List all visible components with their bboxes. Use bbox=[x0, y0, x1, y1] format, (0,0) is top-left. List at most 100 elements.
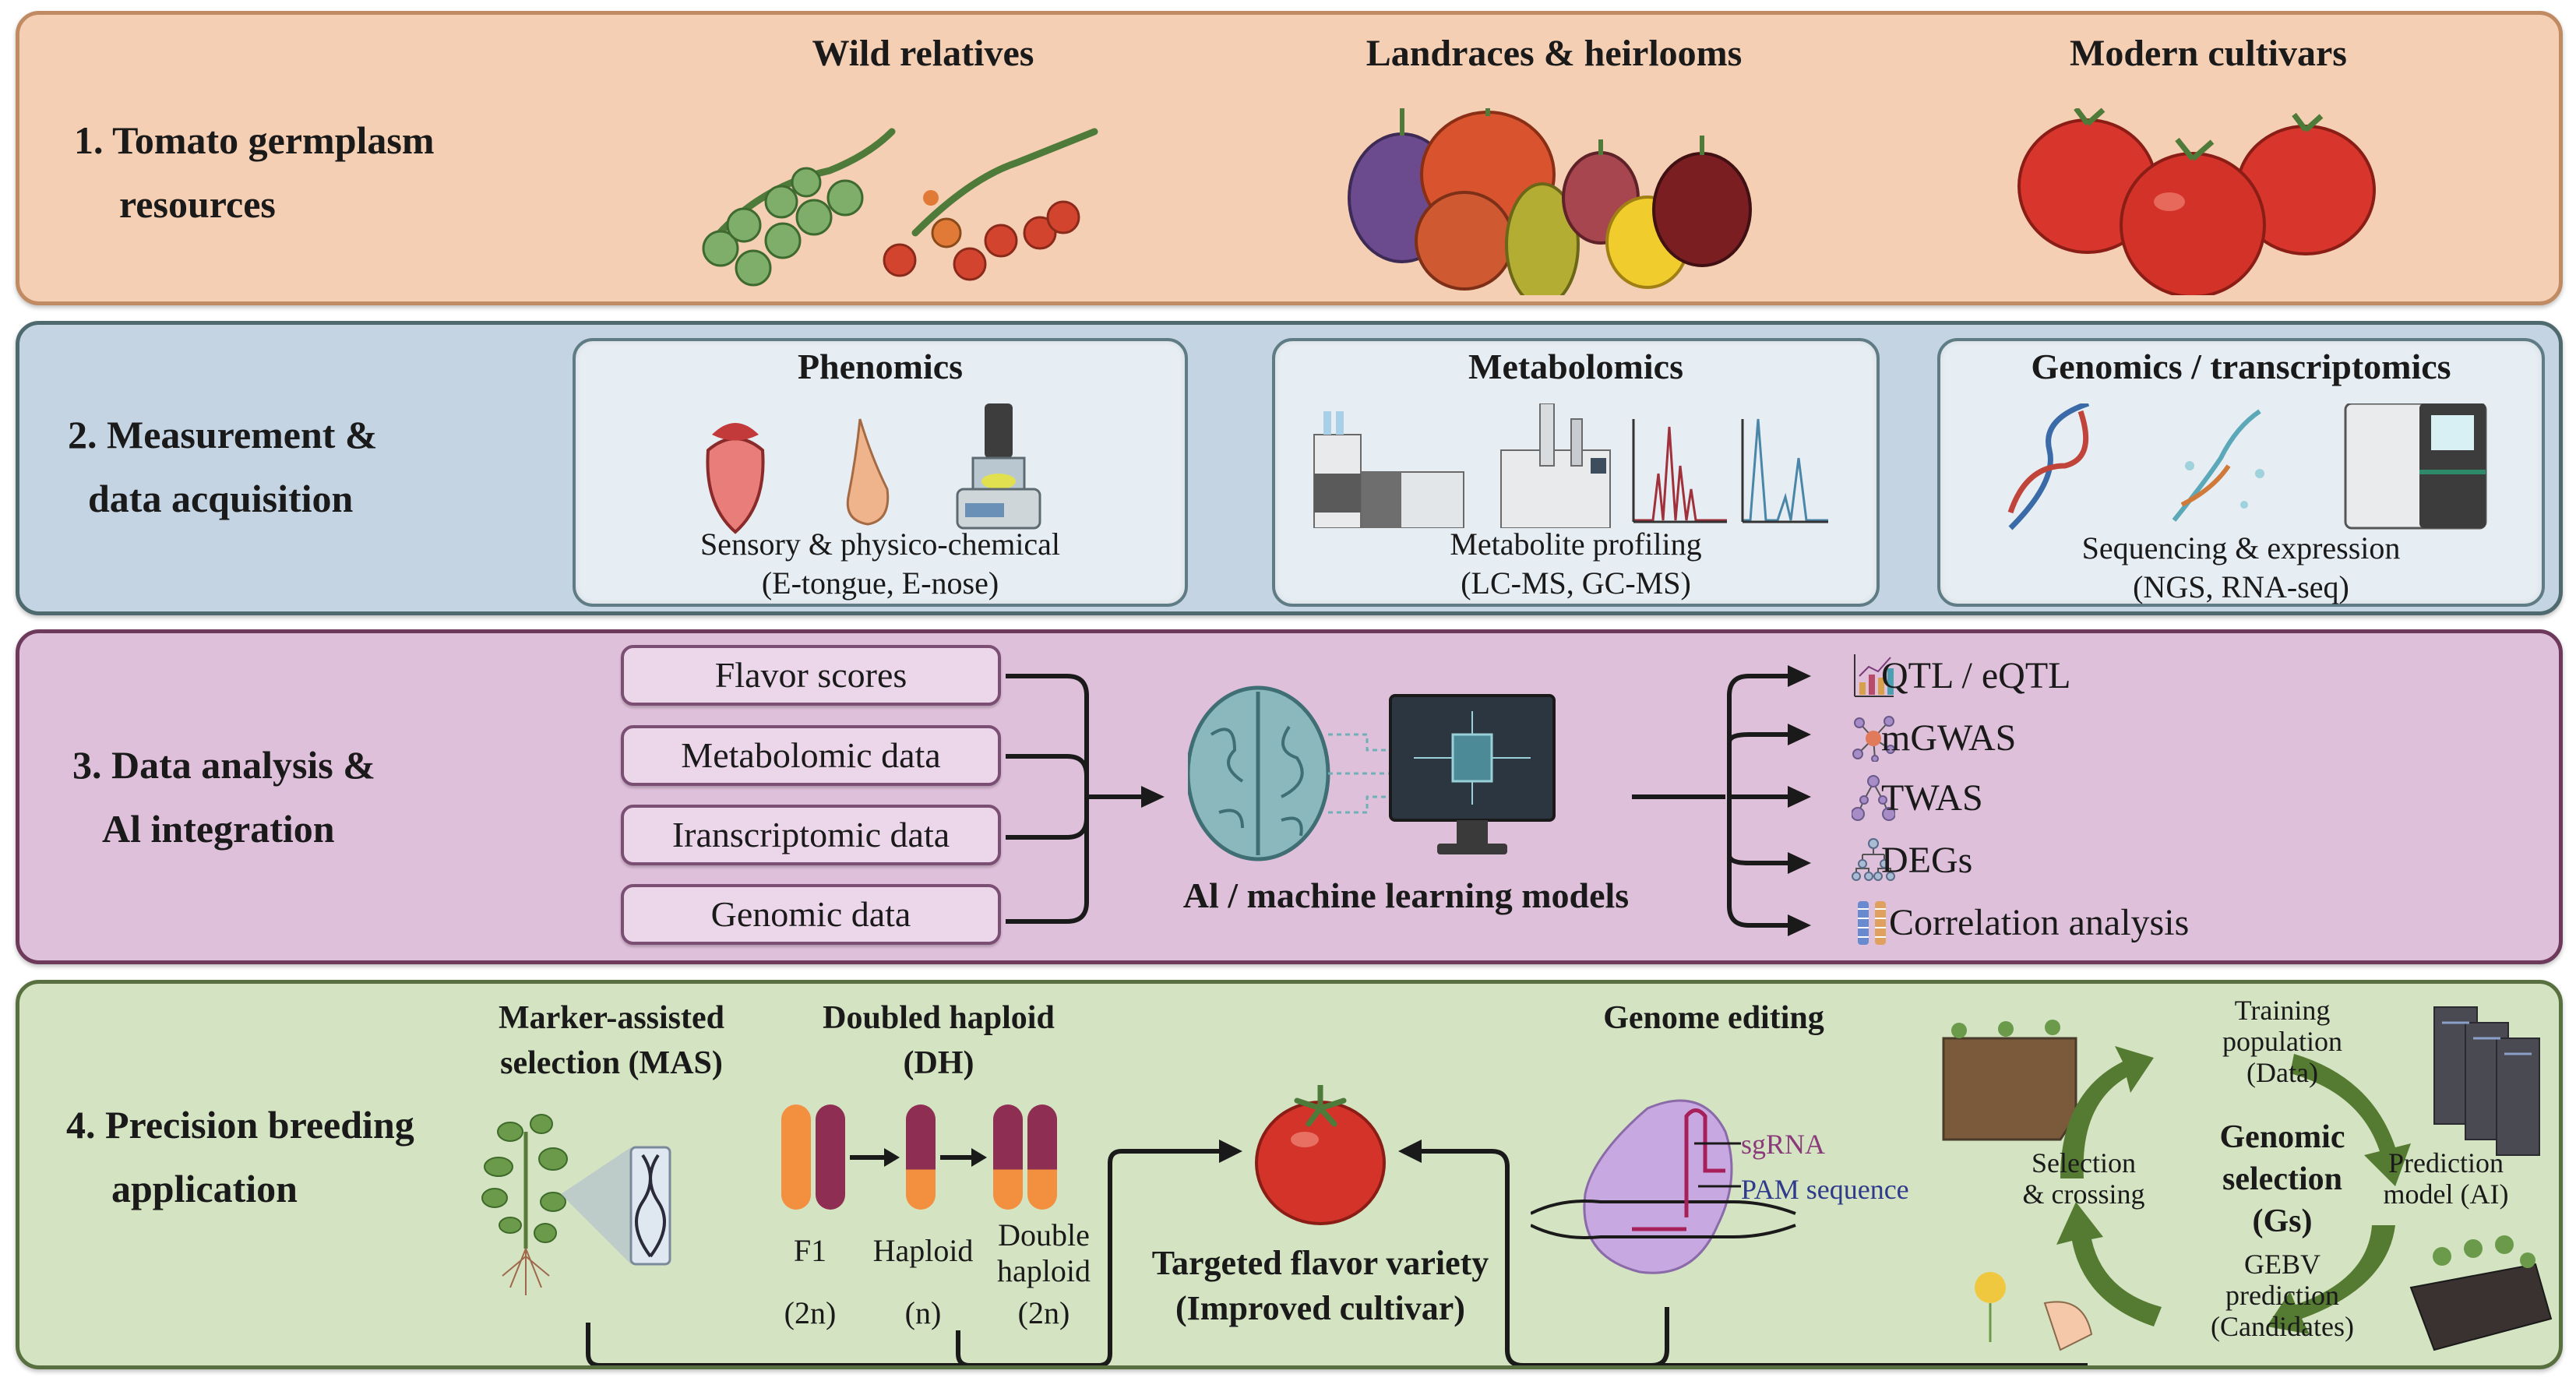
dh-chromosome-1 bbox=[993, 1104, 1023, 1210]
dh-title-line: (DH) bbox=[903, 1045, 974, 1081]
gs-step-selection: Selection & crossing bbox=[1986, 1147, 2181, 1210]
tongue-icon bbox=[706, 423, 765, 534]
lc-ms-instrument-icon bbox=[1313, 411, 1464, 528]
field-icon bbox=[1942, 1020, 2077, 1141]
network-icon bbox=[1852, 716, 1895, 762]
seedling-tray-icon bbox=[2409, 1235, 2553, 1351]
gc-ms-instrument-icon bbox=[1500, 403, 1611, 528]
phenomics-box: Phenomics Sensory & physico-chemical (E-… bbox=[573, 338, 1188, 607]
stage-name: Haploid bbox=[872, 1233, 974, 1268]
gs-line: Genomic bbox=[2219, 1119, 2345, 1155]
ai-model-label: Al / machine learning models bbox=[1182, 875, 1630, 915]
title-line: data acquisition bbox=[88, 477, 354, 520]
stage-name: Double bbox=[998, 1217, 1090, 1252]
section-title-analysis: 3. Data analysis & Al integration bbox=[72, 733, 375, 861]
pam-label: PAM sequence bbox=[1741, 1174, 1909, 1205]
input-metabolomic-data: Metabolomic data bbox=[621, 725, 1001, 786]
ai-brain-computer-icon bbox=[1188, 685, 1556, 861]
output-twas: TWAS bbox=[1881, 777, 1983, 819]
step-line: (Candidates) bbox=[2211, 1311, 2354, 1342]
gs-step-prediction: Prediction model (AI) bbox=[2349, 1147, 2543, 1210]
phenomics-desc: Sensory & physico-chemical bbox=[700, 527, 1061, 562]
dh-stage-f1: F1 bbox=[767, 1233, 853, 1269]
target-line: (Improved cultivar) bbox=[1175, 1289, 1465, 1327]
title-line: resources bbox=[119, 182, 276, 226]
genome-editing-title: Genome editing bbox=[1603, 1000, 1824, 1036]
output-correlation: Correlation analysis bbox=[1889, 902, 2190, 943]
title-line: 3. Data analysis & bbox=[72, 743, 375, 787]
output-degs: DEGs bbox=[1881, 840, 1973, 881]
f1-chromosome-orange bbox=[781, 1104, 811, 1210]
metabolomics-title: Metabolomics bbox=[1468, 347, 1683, 386]
input-transcriptomic-data: Iranscriptomic data bbox=[621, 805, 1001, 865]
step-line: model (AI) bbox=[2383, 1178, 2509, 1210]
step-line: (Data) bbox=[2247, 1057, 2318, 1088]
f1-chromosome-purple bbox=[816, 1104, 845, 1210]
sequencer-icon bbox=[2344, 403, 2487, 530]
dh-stage-haploid: Haploid bbox=[861, 1233, 985, 1269]
mas-title-line: Marker-assisted bbox=[498, 1000, 725, 1036]
metabolomics-desc: Metabolite profiling bbox=[1450, 527, 1702, 562]
measurement-panel: 2. Measurement & data acquisition Phenom… bbox=[16, 321, 2563, 615]
red-chromatogram-icon bbox=[1632, 419, 1727, 523]
dh-title-line: Doubled haploid bbox=[823, 1000, 1055, 1036]
arrow-to-model bbox=[1141, 786, 1165, 808]
step-line: prediction bbox=[2225, 1280, 2339, 1311]
category-wild-relatives: Wild relatives bbox=[812, 33, 1034, 74]
metabolomics-methods: (LC-MS, GC-MS) bbox=[1461, 565, 1691, 601]
gs-center-label: Genomic selection (Gs) bbox=[2185, 1116, 2380, 1242]
stage-name: F1 bbox=[793, 1233, 827, 1268]
genomics-title: Genomics / transcriptomics bbox=[2031, 347, 2451, 386]
dna-marker-icon bbox=[629, 1146, 671, 1266]
target-tomato-icon bbox=[1255, 1085, 1386, 1225]
sgrna-label: sgRNA bbox=[1741, 1129, 1826, 1160]
title-line: application bbox=[111, 1167, 298, 1210]
genomics-box: Genomics / transcriptomics Sequencing & … bbox=[1937, 338, 2545, 607]
genomics-icons bbox=[2007, 403, 2487, 530]
dna-pair-icon bbox=[1858, 901, 1886, 945]
gs-step-gebv: GEBV prediction (Candidates) bbox=[2185, 1249, 2380, 1342]
title-line: 4. Precision breeding bbox=[66, 1103, 414, 1147]
step-line: GEBV bbox=[2244, 1249, 2321, 1280]
flower-hand-icon bbox=[1975, 1272, 2093, 1351]
analysis-panel: 3. Data analysis & Al integration Flavor… bbox=[16, 629, 2563, 964]
tree-network-icon bbox=[1852, 775, 1895, 821]
gs-step-training: Training population (Data) bbox=[2185, 995, 2380, 1088]
mas-title-line: selection (MAS) bbox=[500, 1045, 723, 1081]
mass-spec-icons bbox=[1313, 403, 1828, 528]
input-genomic-data: Genomic data bbox=[621, 884, 1001, 945]
brain-icon bbox=[1188, 685, 1330, 861]
genomic-selection-cycle bbox=[1942, 1006, 2553, 1351]
phenomics-title: Phenomics bbox=[797, 347, 964, 386]
crispr-cas9-icon bbox=[1531, 1099, 1796, 1274]
step-line: Prediction bbox=[2388, 1147, 2504, 1178]
nose-icon bbox=[846, 418, 890, 526]
wild-tomato-truss-icon bbox=[702, 128, 1098, 287]
ploidy-f1: (2n) bbox=[784, 1295, 837, 1330]
section-title-germplasm: 1. Tomato germplasm resources bbox=[74, 108, 435, 236]
heirloom-tomatoes-icon bbox=[1348, 108, 1752, 295]
gs-line: selection bbox=[2222, 1161, 2342, 1197]
category-modern-cultivars: Modern cultivars bbox=[2070, 33, 2347, 74]
gs-line: (Gs) bbox=[2252, 1203, 2313, 1239]
dh-chromosome-2 bbox=[1027, 1104, 1057, 1210]
breeding-connectors bbox=[586, 1140, 2088, 1365]
cycle-arrow-icons bbox=[2056, 1046, 2411, 1334]
bar-chart-icon bbox=[1854, 654, 1894, 697]
genomics-desc: Sequencing & expression bbox=[2081, 530, 2401, 565]
genomics-methods: (NGS, RNA-seq) bbox=[2133, 569, 2349, 604]
ploidy-double-haploid: (2n) bbox=[1017, 1295, 1070, 1330]
plant-icon bbox=[481, 1114, 568, 1295]
chromosome-diagram bbox=[781, 1104, 1057, 1210]
title-line: 2. Measurement & bbox=[68, 413, 378, 456]
breeding-panel: 4. Precision breeding application Marker… bbox=[16, 980, 2563, 1369]
haploid-chromosome bbox=[906, 1104, 936, 1210]
computer-monitor-icon bbox=[1389, 694, 1556, 854]
target-variety-label: Targeted flavor variety (Improved cultiv… bbox=[1126, 1241, 1515, 1331]
rna-strand-icon bbox=[2172, 409, 2264, 522]
metabolomics-box: Metabolomics Metabolite profiling (LC-MS… bbox=[1272, 338, 1880, 607]
sensory-icons bbox=[706, 403, 1041, 534]
lab-instrument-icon bbox=[956, 403, 1041, 530]
target-line: Targeted flavor variety bbox=[1151, 1244, 1489, 1282]
